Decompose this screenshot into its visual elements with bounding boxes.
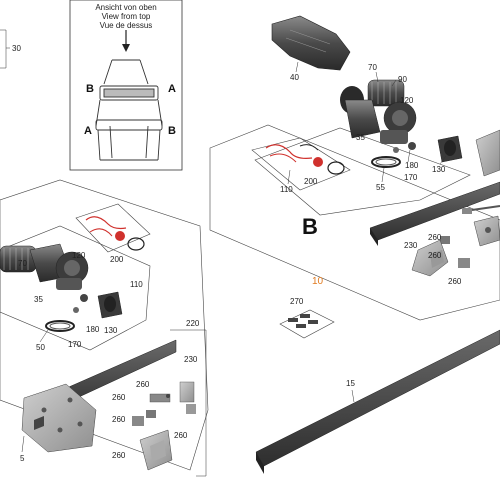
callout-120-right: 120 [400,96,414,105]
top-view-inset: Ansicht von oben View from top Vue de de… [69,0,183,171]
callout-130-left: 130 [104,326,118,335]
part-270-kit [279,309,335,339]
callout-260-left-b: 260 [112,393,126,402]
callout-260-right-b: 260 [428,251,442,260]
callout-260-left-c: 260 [112,415,126,424]
section-label-b: B [302,214,318,239]
callout-200-right: 200 [304,177,318,186]
callout-220: 220 [186,319,200,328]
motor-assembly-right [340,79,463,163]
callout-35-left: 35 [34,295,43,304]
part-40-cover: 40 [271,15,351,82]
assembly-label-10: 10 [312,276,324,287]
callout-15: 15 [346,379,355,388]
section-left-outline [0,179,209,471]
callout-50: 50 [36,343,45,352]
callout-90: 90 [398,75,407,84]
callout-180-left: 180 [86,325,100,334]
section-left-motor-outline [0,225,151,351]
wiring-harness-right [251,137,351,191]
callout-170-left: 170 [68,340,82,349]
callout-260-left-a: 260 [136,380,150,389]
callout-110-left: 110 [130,280,143,289]
section-b-outline [209,124,500,321]
callout-70-left: 70 [18,259,27,268]
callout-130-right: 130 [432,165,446,174]
inset-frame-sketch [95,59,163,161]
callout-270: 270 [290,297,304,306]
svg-text:30: 30 [12,44,21,53]
left-frame-bar [21,339,177,453]
section-b-upper-outline [254,127,471,216]
part-50-coil [45,320,75,332]
callout-180-right: 180 [405,161,419,170]
callout-30: 30 [0,29,21,69]
callout-70-right: 70 [368,63,377,72]
callout-230-right: 230 [404,241,418,250]
inset-marker-b-left: B [86,83,94,95]
inset-marker-a-left: A [84,125,92,137]
callout-260-right-a: 260 [428,233,442,242]
part-55-coil [371,156,401,168]
callout-260-right-c: 260 [448,277,462,286]
inset-title-de: Ansicht von oben [95,3,156,12]
callout-260-left-d: 260 [174,431,188,440]
callout-5: 5 [20,454,25,463]
inset-title-fr: Vue de dessus [100,21,153,30]
callout-230-left: 230 [184,355,198,364]
callout-35-right: 35 [356,133,365,142]
bracket-hardware-left [132,381,196,471]
wiring-harness-left [75,203,151,253]
callout-260-left-e: 260 [112,451,126,460]
callout-200-left: 200 [110,255,124,264]
inset-marker-a-right: A [168,83,176,95]
callout-110-right: 110 [280,185,293,194]
motor-assembly-left [0,243,123,319]
callout-120-left: 120 [72,251,86,260]
part-15-long-bar [255,329,500,474]
inset-marker-b-right: B [168,125,176,137]
svg-text:40: 40 [290,73,299,82]
bracket-hardware-right [411,205,500,277]
callout-170-right: 170 [404,173,418,182]
callout-55: 55 [376,183,385,192]
crossbar-right [369,129,500,246]
inset-title-en: View from top [102,12,151,21]
